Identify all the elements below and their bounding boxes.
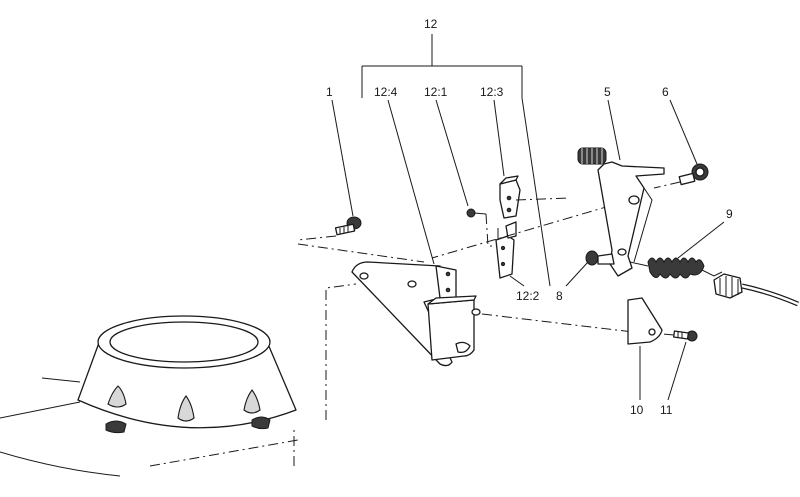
part-10-clamp-plate [627,297,663,345]
callout-1: 1 [326,85,333,99]
part-12-1-screw [466,208,487,218]
part-6-nut [678,163,709,186]
callout-10: 10 [630,403,644,417]
cable-mounting-plate [427,295,481,361]
engine-housing-base [0,315,297,477]
part-11-screw [673,330,698,342]
part-5-throttle-lever [577,147,665,277]
part-9-throttle-cable [629,257,799,307]
group-bracket-12 [361,34,523,98]
callout-8: 8 [556,289,563,303]
callout-5: 5 [604,85,611,99]
leader-lines [331,97,725,401]
part-8-wing-nut [585,250,615,266]
part-12-4-mounting-bracket [351,261,457,367]
callout-12-3: 12:3 [480,85,504,99]
part-1-screw [334,216,362,236]
part-12-3-lever-block [499,175,521,219]
callout-6: 6 [662,85,669,99]
callout-12-2: 12:2 [516,289,540,303]
callout-12: 12 [424,17,438,31]
callout-12-4: 12:4 [374,85,398,99]
callout-11: 11 [660,403,673,417]
part-12-2-slider [495,221,517,279]
callout-9: 9 [726,207,733,221]
callout-labels: 12 1 12:4 12:1 12:3 5 6 9 8 12:2 10 11 [326,17,733,417]
callout-12-1: 12:1 [424,85,448,99]
